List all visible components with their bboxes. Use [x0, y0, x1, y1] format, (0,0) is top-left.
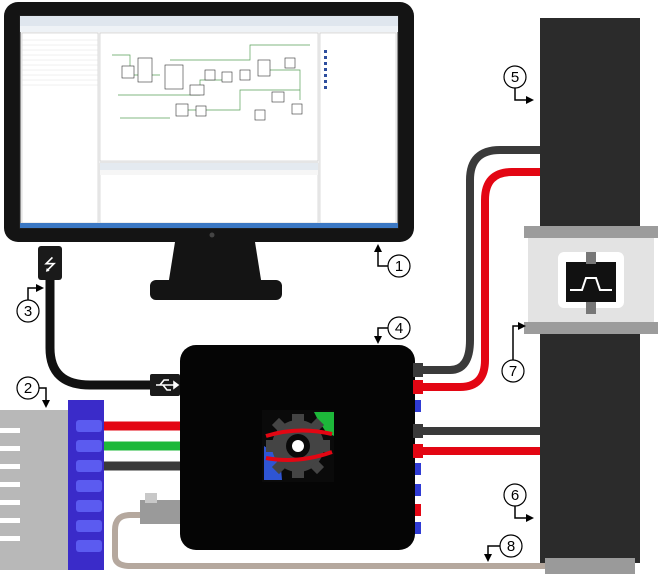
right-ports	[413, 363, 423, 534]
callout-8: 8	[484, 534, 523, 562]
callout-label: 2	[24, 380, 32, 397]
usb-cable: ⭍	[38, 246, 180, 396]
callout-1: 1	[374, 244, 411, 278]
gear-logo-icon	[262, 410, 334, 482]
sensor-symbol-icon	[566, 252, 616, 314]
callout-label: 6	[511, 487, 519, 504]
callout-label: 7	[509, 363, 517, 380]
callout-2: 2	[16, 376, 50, 408]
callout-4: 4	[374, 316, 411, 344]
callout-label: 1	[395, 258, 403, 275]
sensor-cable	[112, 493, 545, 569]
controller-box	[180, 345, 423, 550]
power-wires	[104, 421, 180, 471]
usb-icon: ⭍	[43, 255, 56, 274]
callout-3: 3	[16, 284, 44, 323]
callout-7: 7	[501, 322, 526, 383]
usb-icon	[156, 379, 180, 391]
callout-5: 5	[503, 65, 534, 104]
motor-cables	[423, 146, 540, 455]
callout-6: 6	[503, 483, 534, 522]
actuator-column	[524, 18, 658, 574]
power-connector	[0, 400, 104, 570]
callout-label: 5	[511, 69, 519, 86]
callout-label: 8	[507, 538, 515, 555]
callout-label: 3	[24, 303, 32, 320]
callout-label: 4	[395, 320, 403, 337]
monitor	[4, 2, 414, 300]
screen-software-window	[20, 16, 398, 228]
